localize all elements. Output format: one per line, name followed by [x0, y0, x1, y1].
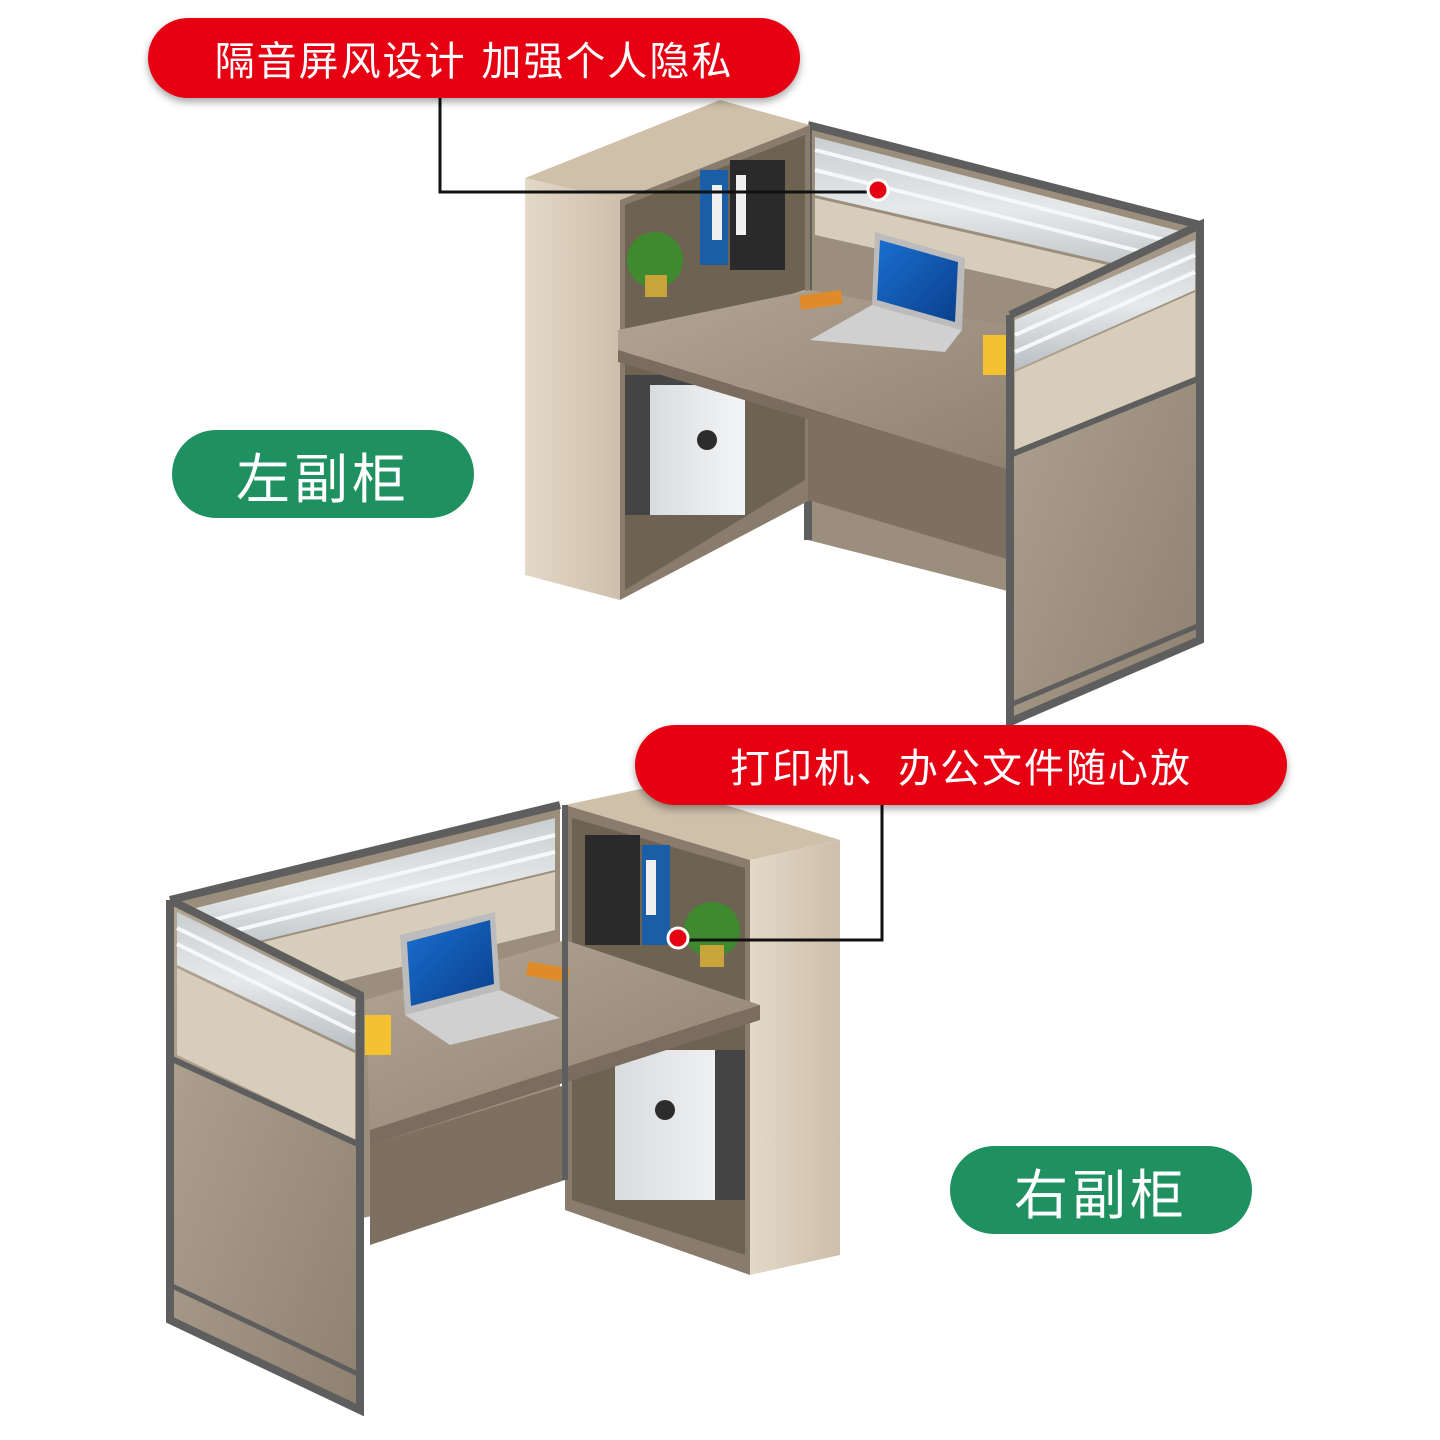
callout-top-text: 隔音屏风设计 加强个人隐私: [214, 39, 734, 85]
right-cabinet-side: [750, 840, 840, 1275]
mug: [365, 1015, 391, 1055]
plant-icon: [684, 902, 740, 958]
callout-connector-bottom: [678, 800, 884, 942]
left-cabinet-side: [525, 178, 620, 600]
tag-left-cabinet-text: 左副柜: [236, 447, 410, 511]
tag-right-cabinet-text: 右副柜: [1014, 1163, 1188, 1227]
callout-bottom-text: 打印机、办公文件随心放: [730, 746, 1192, 792]
plant-icon: [627, 232, 683, 288]
bottom-workstation: [166, 785, 840, 1417]
right-cabinet-top: [565, 785, 840, 860]
top-workstation: [525, 100, 1204, 729]
callout-soundproof-screen: 隔音屏风设计 加强个人隐私: [148, 18, 800, 98]
callout-connector-top: [438, 95, 878, 194]
tag-right-cabinet: 右副柜: [950, 1146, 1252, 1234]
tag-left-cabinet: 左副柜: [172, 430, 474, 518]
mug: [983, 335, 1009, 375]
glass-screen-back: [180, 818, 555, 960]
callout-printer-storage: 打印机、办公文件随心放: [635, 725, 1287, 805]
callout-dot-bottom: [666, 926, 690, 950]
callout-dot-top: [866, 178, 890, 202]
left-cabinet-top: [525, 100, 810, 200]
